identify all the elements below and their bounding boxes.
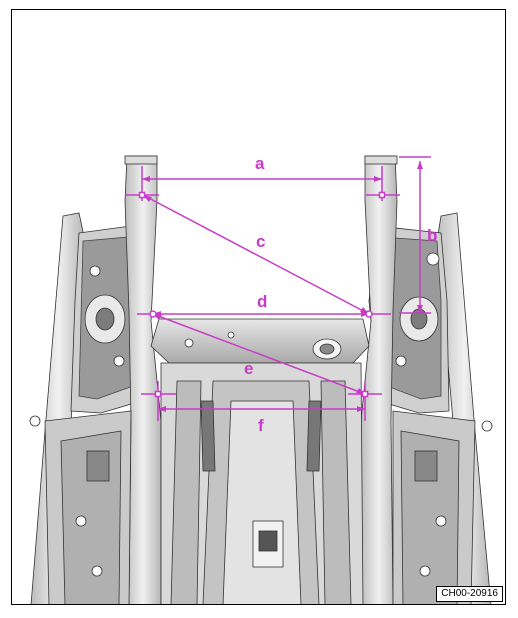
measuring-point — [365, 310, 373, 318]
label-b: b — [427, 226, 437, 245]
measuring-point — [361, 390, 369, 398]
dimension-overlay — [125, 156, 431, 421]
label-a: a — [255, 154, 265, 173]
right-front-rail — [360, 155, 398, 604]
measuring-point — [138, 191, 146, 199]
figure-code-label: CH00-20916 — [436, 586, 503, 602]
label-e: e — [244, 359, 253, 378]
dimension-line-e — [152, 313, 366, 395]
label-d: d — [257, 292, 267, 311]
measuring-point — [154, 390, 162, 398]
dimension-line-c — [142, 194, 370, 315]
label-c: c — [256, 232, 265, 251]
vehicle-body-structure — [29, 155, 493, 604]
measuring-point — [378, 191, 386, 199]
left-front-rail — [124, 155, 162, 604]
underbody-drawing: a b c d e f — [29, 154, 493, 604]
diagram-frame: a b c d e f CH00-20916 — [11, 9, 506, 605]
label-f: f — [258, 416, 264, 435]
measuring-point — [149, 310, 157, 318]
